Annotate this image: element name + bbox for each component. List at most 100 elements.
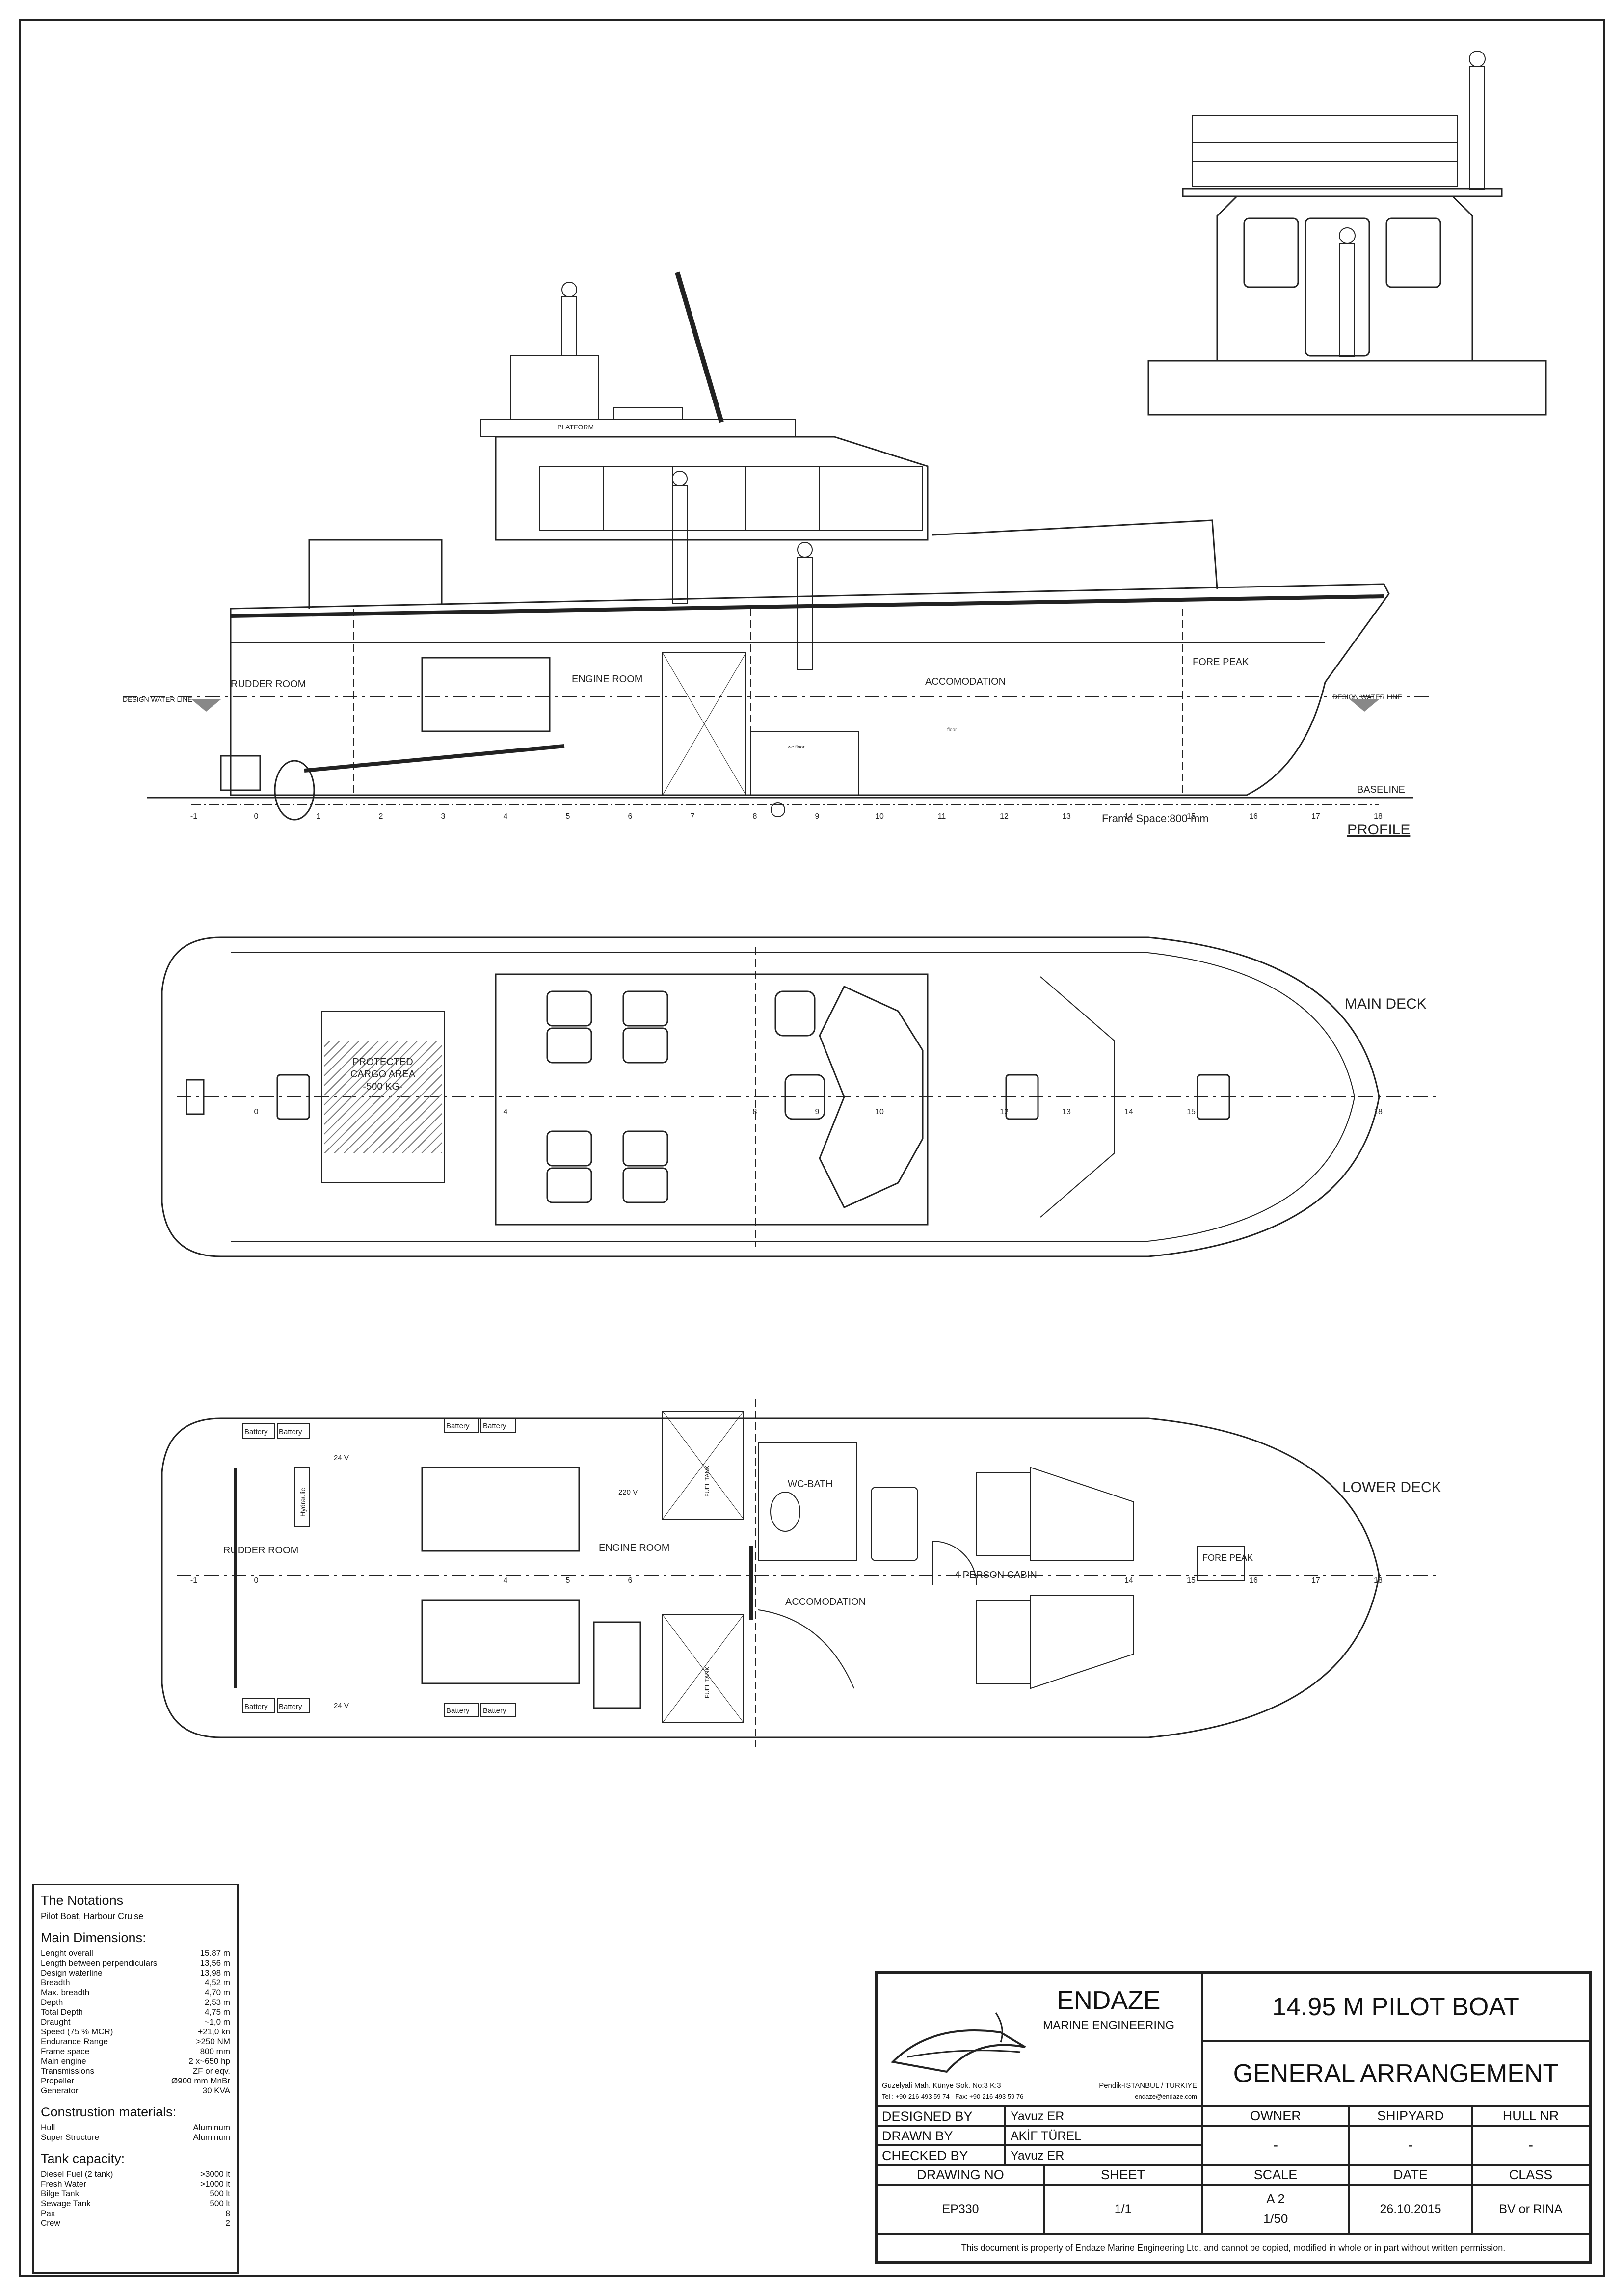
drawn-by-label: DRAWN BY [877, 2126, 1005, 2145]
main-deck-helm-console [819, 986, 924, 1208]
profile-mast [675, 271, 724, 423]
frame-number: 15 [1187, 812, 1196, 821]
main-deck-helm-seat-2 [784, 1074, 825, 1120]
profile-person-figures [561, 282, 813, 670]
frame-number: 17 [1311, 812, 1320, 821]
profile-view [123, 271, 1433, 821]
main-deck-title: MAIN DECK [1345, 996, 1427, 1012]
lower-deck-generator [593, 1621, 641, 1709]
profile-fore-rail [932, 519, 1218, 589]
profile-hull [230, 583, 1390, 796]
dimension-label: Lenght overall [41, 1949, 93, 1958]
frame-number: 0 [254, 812, 259, 821]
profile-platform-label: PLATFORM [557, 423, 594, 431]
profile-shaft [304, 744, 565, 773]
frame-number: 4 [504, 812, 508, 821]
notations-subtitle: Pilot Boat, Harbour Cruise [41, 1911, 144, 1921]
frame-number: 11 [938, 812, 946, 821]
tank-label: Sewage Tank [41, 2199, 91, 2208]
frame-number: 18 [1374, 812, 1383, 821]
front-door [1305, 217, 1370, 357]
main-deck-bollards [186, 1074, 1230, 1120]
dimension-value: >250 NM [196, 2037, 230, 2046]
lower-deck-fore-peak-label: FORE PEAK [1202, 1553, 1253, 1563]
material-value: Aluminum [193, 2133, 230, 2142]
dimension-value: 13,98 m [200, 1968, 230, 1977]
lower-deck-cabin-label: 4 PERSON CABIN [955, 1570, 1037, 1580]
profile-floor-label: floor [947, 727, 957, 733]
dimension-value: 4,75 m [205, 2007, 230, 2017]
frame-number: 9 [815, 1108, 820, 1116]
main-deck-hull-outline [161, 936, 1380, 1257]
frame-number: 16 [1249, 812, 1258, 821]
dimension-label: Max. breadth [41, 1988, 90, 1997]
profile-engine [421, 657, 551, 732]
shipyard-value: - [1349, 2126, 1472, 2165]
tank-row: Sewage Tank 500 lt [41, 2199, 230, 2209]
lower-deck-batteries [242, 1418, 516, 1717]
dimension-label: Transmissions [41, 2066, 94, 2076]
checked-by-label: CHECKED BY [877, 2145, 1005, 2165]
dimension-value: +21,0 kn [198, 2027, 230, 2036]
frame-number: 18 [1374, 1108, 1383, 1116]
company-email: endaze@endaze.com [1135, 2093, 1197, 2100]
lower-deck-hydraulic-unit [294, 1467, 310, 1527]
lower-deck-stairs [758, 1609, 854, 1689]
dimension-label: Speed (75 % MCR) [41, 2027, 113, 2036]
company-contact: Tel : +90-216-493 59 74 - Fax: +90-216-4… [882, 2093, 1024, 2100]
lower-deck-fuel-tank-starboard [662, 1614, 744, 1723]
lower-deck-24v-label-1: 24 V [334, 1454, 349, 1462]
scale-cell: A 2 1/50 [1202, 2185, 1349, 2234]
sheet-border [19, 19, 1605, 2277]
frame-number: 2 [379, 812, 383, 821]
front-roof-rail [1192, 115, 1458, 187]
notations-title: The Notations [41, 1893, 124, 1908]
title-block: ENDAZE MARINE ENGINEERING Guzelyali Mah.… [875, 1971, 1592, 2264]
tank-row: Diesel Fuel (2 tank)>3000 lt [41, 2169, 230, 2179]
frame-number: 13 [1062, 812, 1071, 821]
hull-nr-value: - [1472, 2126, 1590, 2165]
lower-deck-24v-label-2: 24 V [334, 1702, 349, 1710]
class-label: CLASS [1472, 2165, 1590, 2185]
notations-box: The Notations Pilot Boat, Harbour Cruise… [32, 1884, 239, 2274]
lower-deck-engine-starboard [421, 1599, 580, 1684]
tank-label: Bilge Tank [41, 2189, 80, 2198]
front-window-left [1243, 217, 1299, 288]
lower-deck-wc-bath-label: WC-BATH [788, 1479, 833, 1490]
dimension-row: Speed (75 % MCR) +21,0 kn [41, 2027, 230, 2037]
front-wheelhouse [1216, 195, 1473, 361]
owner-label: OWNER [1202, 2106, 1349, 2126]
tank-value: 500 lt [210, 2199, 230, 2208]
frame-number: 7 [691, 812, 695, 821]
front-hull-top [1147, 360, 1547, 416]
lower-deck-engine-port [421, 1467, 580, 1552]
checked-by-value: Yavuz ER [1005, 2145, 1202, 2165]
tank-label: Fresh Water [41, 2179, 86, 2189]
profile-aft-rail [308, 539, 443, 609]
designed-by-label: DESIGNED BY [877, 2106, 1005, 2126]
frame-number: 0 [254, 1108, 259, 1116]
scale-label: SCALE [1202, 2165, 1349, 2185]
frame-number: 6 [628, 1576, 633, 1585]
company-subtitle: MARINE ENGINEERING [1042, 2019, 1175, 2032]
frame-number: 8 [753, 812, 757, 821]
hull-nr-label: HULL NR [1472, 2106, 1590, 2126]
main-deck-bow-rail [1040, 976, 1115, 1218]
frame-number: 5 [566, 812, 570, 821]
lower-deck-cabin-berths [871, 1467, 1134, 1689]
lower-deck-hull-outline [161, 1417, 1380, 1738]
dimension-value: 2,53 m [205, 1998, 230, 2007]
lower-deck-battery-label-6: Battery [483, 1422, 506, 1430]
dimension-label: Depth [41, 1998, 63, 2007]
profile-baseline-label: BASELINE [1357, 784, 1405, 795]
dimension-label: Draught [41, 2017, 71, 2027]
